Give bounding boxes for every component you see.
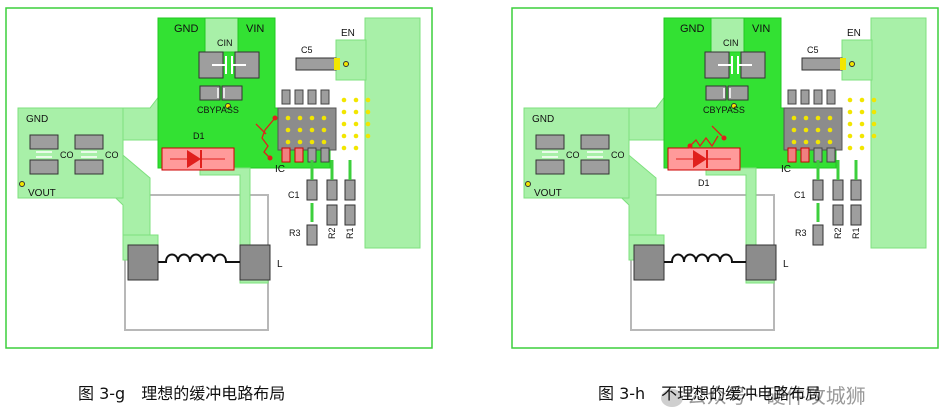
co-a-label: CO [60, 150, 74, 160]
cin-label: CIN [723, 38, 739, 48]
output-cap-copper [523, 107, 630, 199]
inductor-label: L [783, 259, 789, 270]
output-cap-copper [17, 107, 124, 199]
r2-label: R2 [833, 227, 843, 239]
inductor-pad-left [127, 244, 159, 281]
co-a-capacitor-symbol [542, 151, 558, 158]
co-a-pad-top [535, 134, 565, 150]
c5-label: C5 [301, 45, 313, 55]
en-label: EN [341, 28, 355, 39]
ic-pins [787, 89, 836, 163]
snubber-node-bottom [267, 155, 273, 161]
en-pad-copper [335, 39, 367, 81]
d1-label: D1 [193, 131, 205, 141]
gnd-top-label: GND [174, 23, 199, 35]
co-a-pad-bottom [535, 159, 565, 175]
cbypass-pad-left [705, 85, 727, 101]
gnd-top-label: GND [680, 23, 705, 35]
co-b-label: CO [105, 150, 119, 160]
inductor-pad-left [633, 244, 665, 281]
vout-label: VOUT [28, 188, 56, 199]
d1-label: D1 [698, 178, 710, 188]
c5-pads [295, 57, 337, 71]
en-label: EN [847, 28, 861, 39]
snubber-node-right [721, 135, 727, 141]
co-a-label: CO [566, 150, 580, 160]
gnd-left-label: GND [532, 114, 554, 125]
cbypass-capacitor-symbol [723, 88, 731, 98]
cbypass-pad-right [221, 85, 243, 101]
r2-label: R2 [327, 227, 337, 239]
r1-label: R1 [345, 227, 355, 239]
inductor-label: L [277, 259, 283, 270]
caption-figure-3g: 图 3-g 理想的缓冲电路布局 [78, 384, 286, 403]
misc-vias [525, 61, 855, 187]
cbypass-pad-left [199, 85, 221, 101]
ic-via-grid [791, 97, 877, 151]
co-b-pad-bottom [74, 159, 104, 175]
co-b-capacitor-symbol [587, 151, 603, 158]
c1-label: C1 [794, 190, 806, 200]
c5-via [334, 58, 340, 70]
inductor-pad-right [239, 244, 271, 281]
vin-label: VIN [246, 23, 264, 35]
ic-label: IC [781, 164, 791, 175]
cbypass-pad-right [727, 85, 749, 101]
co-a-pad-bottom [29, 159, 59, 175]
en-pad-copper [841, 39, 873, 81]
en-copper [870, 17, 927, 249]
en-copper [364, 17, 421, 249]
snubber-node-top [272, 115, 278, 121]
co-b-pad-top [580, 134, 610, 150]
co-b-pad-bottom [580, 159, 610, 175]
cin-label: CIN [217, 38, 233, 48]
inductor-coil-symbol [158, 253, 240, 263]
r3-label: R3 [289, 228, 301, 238]
wechat-icon [660, 388, 683, 407]
panel-h-nonideal-layout: GND VIN CIN C5 EN CBYPASS D1 IC GND CO C… [511, 7, 939, 349]
c5-pads [801, 57, 843, 71]
co-b-capacitor-symbol [81, 151, 97, 158]
gnd-vin-split [204, 17, 239, 53]
misc-vias [19, 61, 349, 187]
cin-capacitor-symbol [212, 56, 246, 74]
cbypass-capacitor-symbol [217, 88, 225, 98]
r1-label: R1 [851, 227, 861, 239]
vin-label: VIN [752, 23, 770, 35]
inductor-pad-right [745, 244, 777, 281]
feedback-network [306, 160, 356, 246]
co-a-capacitor-symbol [36, 151, 52, 158]
inductor-coil-symbol [664, 253, 746, 263]
c5-label: C5 [807, 45, 819, 55]
co-a-pad-top [29, 134, 59, 150]
panel-g-ideal-layout: GND VIN CIN C5 EN CBYPASS D1 IC GND CO C… [5, 7, 433, 349]
cin-capacitor-symbol [718, 56, 752, 74]
c5-via [840, 58, 846, 70]
vout-label: VOUT [534, 188, 562, 199]
r3-label: R3 [795, 228, 807, 238]
c1-label: C1 [288, 190, 300, 200]
watermark-text: 公众号 · 硬件攻城狮 [686, 384, 866, 408]
watermark: 公众号 · 硬件攻城狮 [648, 356, 866, 409]
gnd-left-label: GND [26, 114, 48, 125]
ic-label: IC [275, 164, 285, 175]
co-b-pad-top [74, 134, 104, 150]
snubber-rc-network [689, 125, 723, 148]
caption-figure-3h: 图 3-h 不理想的缓冲电路布局 [598, 384, 822, 403]
ic-via-grid [285, 97, 371, 151]
snubber-rc-network [255, 117, 276, 159]
feedback-network [812, 160, 862, 246]
co-b-label: CO [611, 150, 625, 160]
snubber-node-left [687, 143, 693, 149]
cbypass-label: CBYPASS [703, 105, 745, 115]
cbypass-label: CBYPASS [197, 105, 239, 115]
